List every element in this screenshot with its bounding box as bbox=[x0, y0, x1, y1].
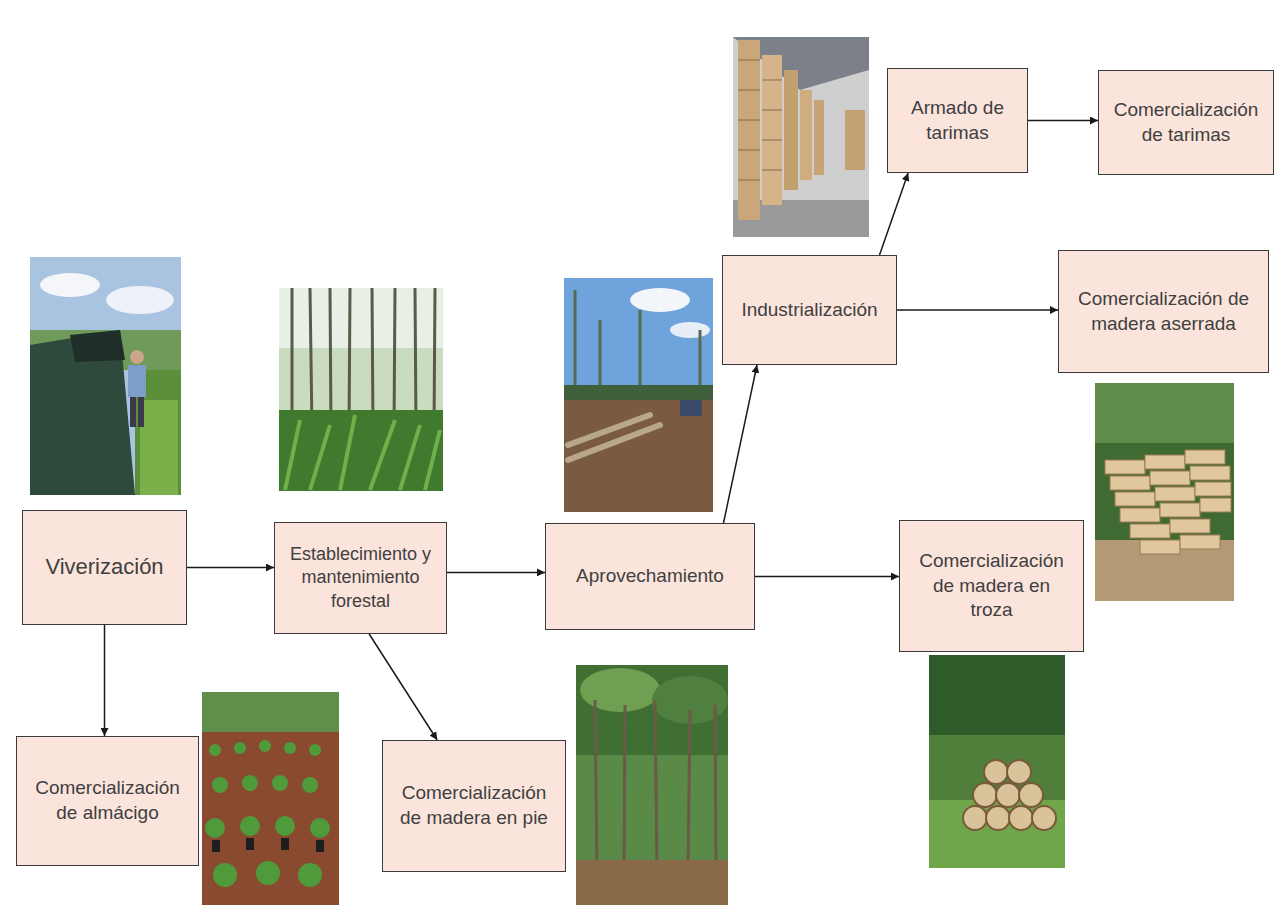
process-box: Viverización bbox=[22, 510, 187, 625]
nursery-photo bbox=[30, 257, 181, 495]
pallets-photo bbox=[733, 37, 869, 237]
plantation-photo bbox=[279, 288, 443, 491]
flow-arrow bbox=[447, 572, 545, 574]
harvest-photo bbox=[564, 278, 713, 512]
seedlings-photo bbox=[202, 692, 339, 905]
logs-photo bbox=[929, 655, 1065, 868]
process-box: Aprovechamiento bbox=[545, 523, 755, 630]
flow-arrow bbox=[104, 625, 106, 736]
process-box: Armado de tarimas bbox=[887, 68, 1028, 173]
process-box: Comercialización de madera en troza bbox=[899, 520, 1084, 652]
process-box: Industrialización bbox=[722, 255, 897, 365]
flow-arrow bbox=[187, 567, 274, 569]
process-box: Comercialización de tarimas bbox=[1098, 70, 1274, 175]
process-box: Establecimiento y mantenimiento forestal bbox=[274, 522, 447, 634]
box-label: Comercialización de madera en pie bbox=[393, 781, 555, 830]
box-label: Comercialización de almácigo bbox=[27, 776, 188, 825]
box-label: Comercialización de tarimas bbox=[1109, 98, 1263, 147]
flow-arrow bbox=[1028, 120, 1098, 122]
box-label: Industrialización bbox=[741, 298, 877, 323]
process-box: Comercialización de madera en pie bbox=[382, 740, 566, 872]
box-label: Aprovechamiento bbox=[576, 564, 724, 589]
flow-arrow bbox=[897, 309, 1058, 311]
flow-arrow bbox=[880, 173, 909, 255]
sawn-wood-photo bbox=[1095, 383, 1234, 601]
box-label: Viverización bbox=[45, 553, 163, 582]
box-label: Armado de tarimas bbox=[898, 96, 1017, 145]
standing-timber-photo bbox=[576, 665, 728, 905]
flow-arrow bbox=[724, 365, 758, 523]
process-box: Comercialización de madera aserrada bbox=[1058, 250, 1269, 373]
flow-arrow bbox=[369, 634, 437, 740]
box-label: Comercialización de madera en troza bbox=[910, 549, 1073, 623]
process-box: Comercialización de almácigo bbox=[16, 736, 199, 866]
box-label: Establecimiento y mantenimiento forestal bbox=[285, 543, 436, 613]
box-label: Comercialización de madera aserrada bbox=[1069, 287, 1258, 336]
flow-arrow bbox=[755, 576, 899, 578]
